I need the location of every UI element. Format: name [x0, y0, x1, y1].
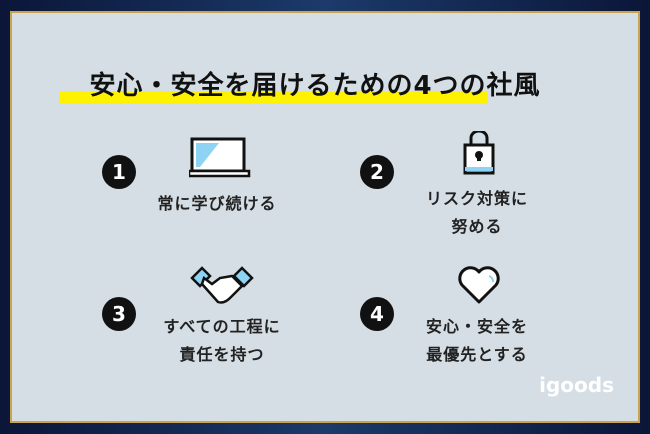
label-line: すべての工程に [163, 317, 281, 336]
item-label: すべての工程に責任を持つ [142, 313, 302, 369]
label-line: リスク対策に [425, 189, 528, 208]
label-line: 最優先とする [426, 345, 528, 364]
handshake-icon [190, 266, 254, 304]
item-label: リスク対策に努める [392, 185, 562, 241]
laptop-icon [189, 137, 251, 178]
padlock-icon [463, 131, 495, 175]
item-label: 常に学び続ける [157, 194, 277, 213]
title-text: 安心・安全を届けるための4つの社風 [89, 71, 541, 101]
number-badge: 3 [102, 297, 136, 331]
label-line: 責任を持つ [179, 345, 265, 364]
content-panel: 安心・安全を届けるための4つの社風 1 常に学び続ける 2 リスク対策に努める … [10, 11, 640, 423]
page-title: 安心・安全を届けるための4つの社風 [2, 65, 628, 102]
number-badge: 1 [102, 155, 136, 189]
item-label: 安心・安全を最優先とする [392, 313, 562, 369]
label-line: 努める [451, 217, 503, 236]
number-badge: 2 [360, 155, 394, 189]
title-highlight [59, 91, 488, 104]
label-line: 安心・安全を [425, 317, 528, 336]
brand-logo: igoods [539, 373, 614, 397]
number-badge: 4 [360, 297, 394, 331]
heart-icon [458, 266, 500, 304]
